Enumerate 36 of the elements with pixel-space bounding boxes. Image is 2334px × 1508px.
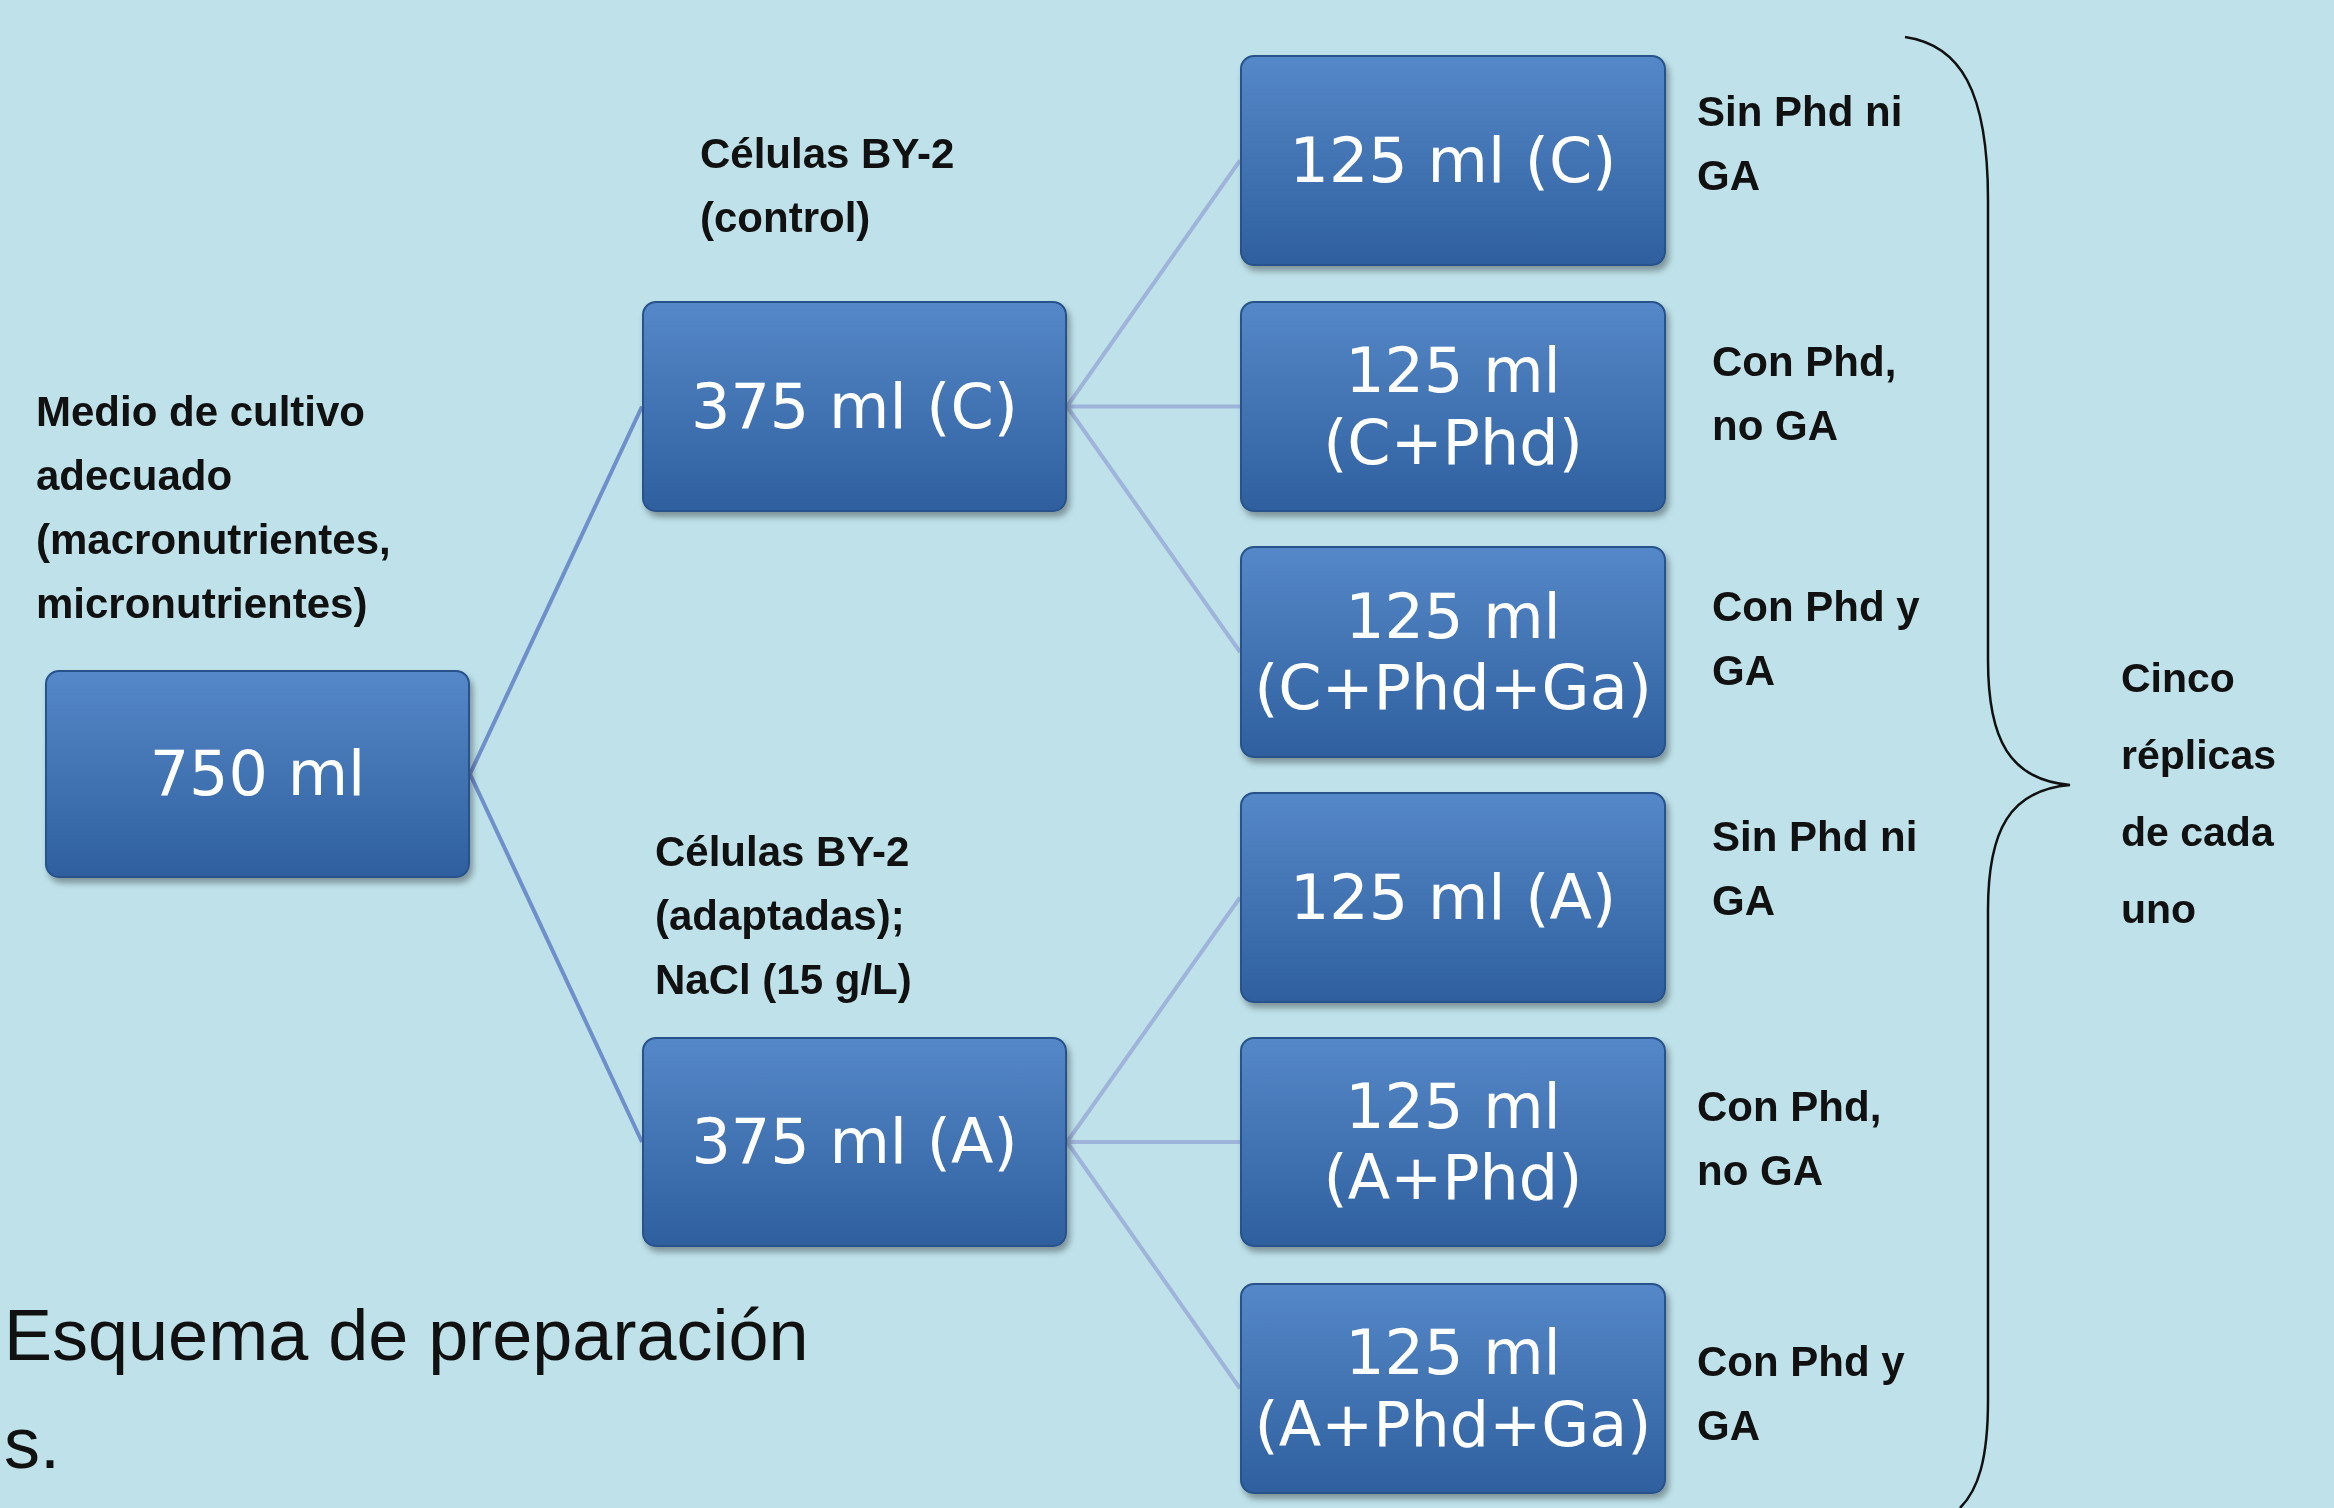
brace-annotation: Cinco réplicas de cada uno — [2121, 654, 2277, 934]
process-box — [45, 670, 470, 878]
process-box — [1240, 55, 1666, 266]
connector-line — [1065, 405, 1242, 654]
annotation-text: Con Phd y GA — [1697, 1337, 1906, 1451]
box-label: 375 ml (A) — [691, 1106, 1018, 1178]
box-label: 125 ml (A+Phd) — [1322, 1070, 1584, 1214]
annotation-text: Sin Phd ni GA — [1697, 87, 1904, 201]
annotation-text: Sin Phd ni GA — [1712, 812, 1919, 926]
annotation-text: Células BY-2 (adaptadas); NaCl (15 g/L) — [655, 827, 913, 1005]
process-box — [1240, 546, 1666, 758]
annotation-text: Con Phd, no GA — [1712, 337, 1898, 451]
box-label: 125 ml (C) — [1289, 124, 1617, 197]
process-box — [1240, 301, 1666, 512]
process-box — [1240, 1037, 1666, 1247]
process-box — [642, 301, 1067, 512]
connector-line — [1067, 1140, 1240, 1144]
box-label: 125 ml (C+Phd) — [1322, 335, 1584, 478]
connector-line — [468, 773, 644, 1143]
connector-line — [468, 405, 644, 775]
caption-text: Esquema de preparación — [4, 1294, 810, 1377]
annotation-text: Con Phd, no GA — [1697, 1082, 1883, 1196]
box-label: 750 ml — [149, 738, 366, 810]
process-box — [642, 1037, 1067, 1247]
box-label: 125 ml (C+Phd+Ga) — [1253, 580, 1653, 724]
process-box — [1240, 1283, 1666, 1494]
box-label: 125 ml (A+Phd+Ga) — [1253, 1317, 1653, 1460]
annotation-text: Células BY-2 (control) — [700, 129, 956, 243]
process-box — [1240, 792, 1666, 1003]
annotation-text: Medio de cultivo adecuado (macronutrientes, micronutrientes) — [36, 387, 392, 629]
annotation-text: Con Phd y GA — [1712, 582, 1921, 696]
connector-line — [1065, 159, 1242, 408]
connector-line — [1067, 404, 1240, 409]
caption-text: s. — [4, 1402, 61, 1485]
box-label: 375 ml (C) — [690, 370, 1018, 443]
box-label: 125 ml (A) — [1289, 861, 1617, 934]
